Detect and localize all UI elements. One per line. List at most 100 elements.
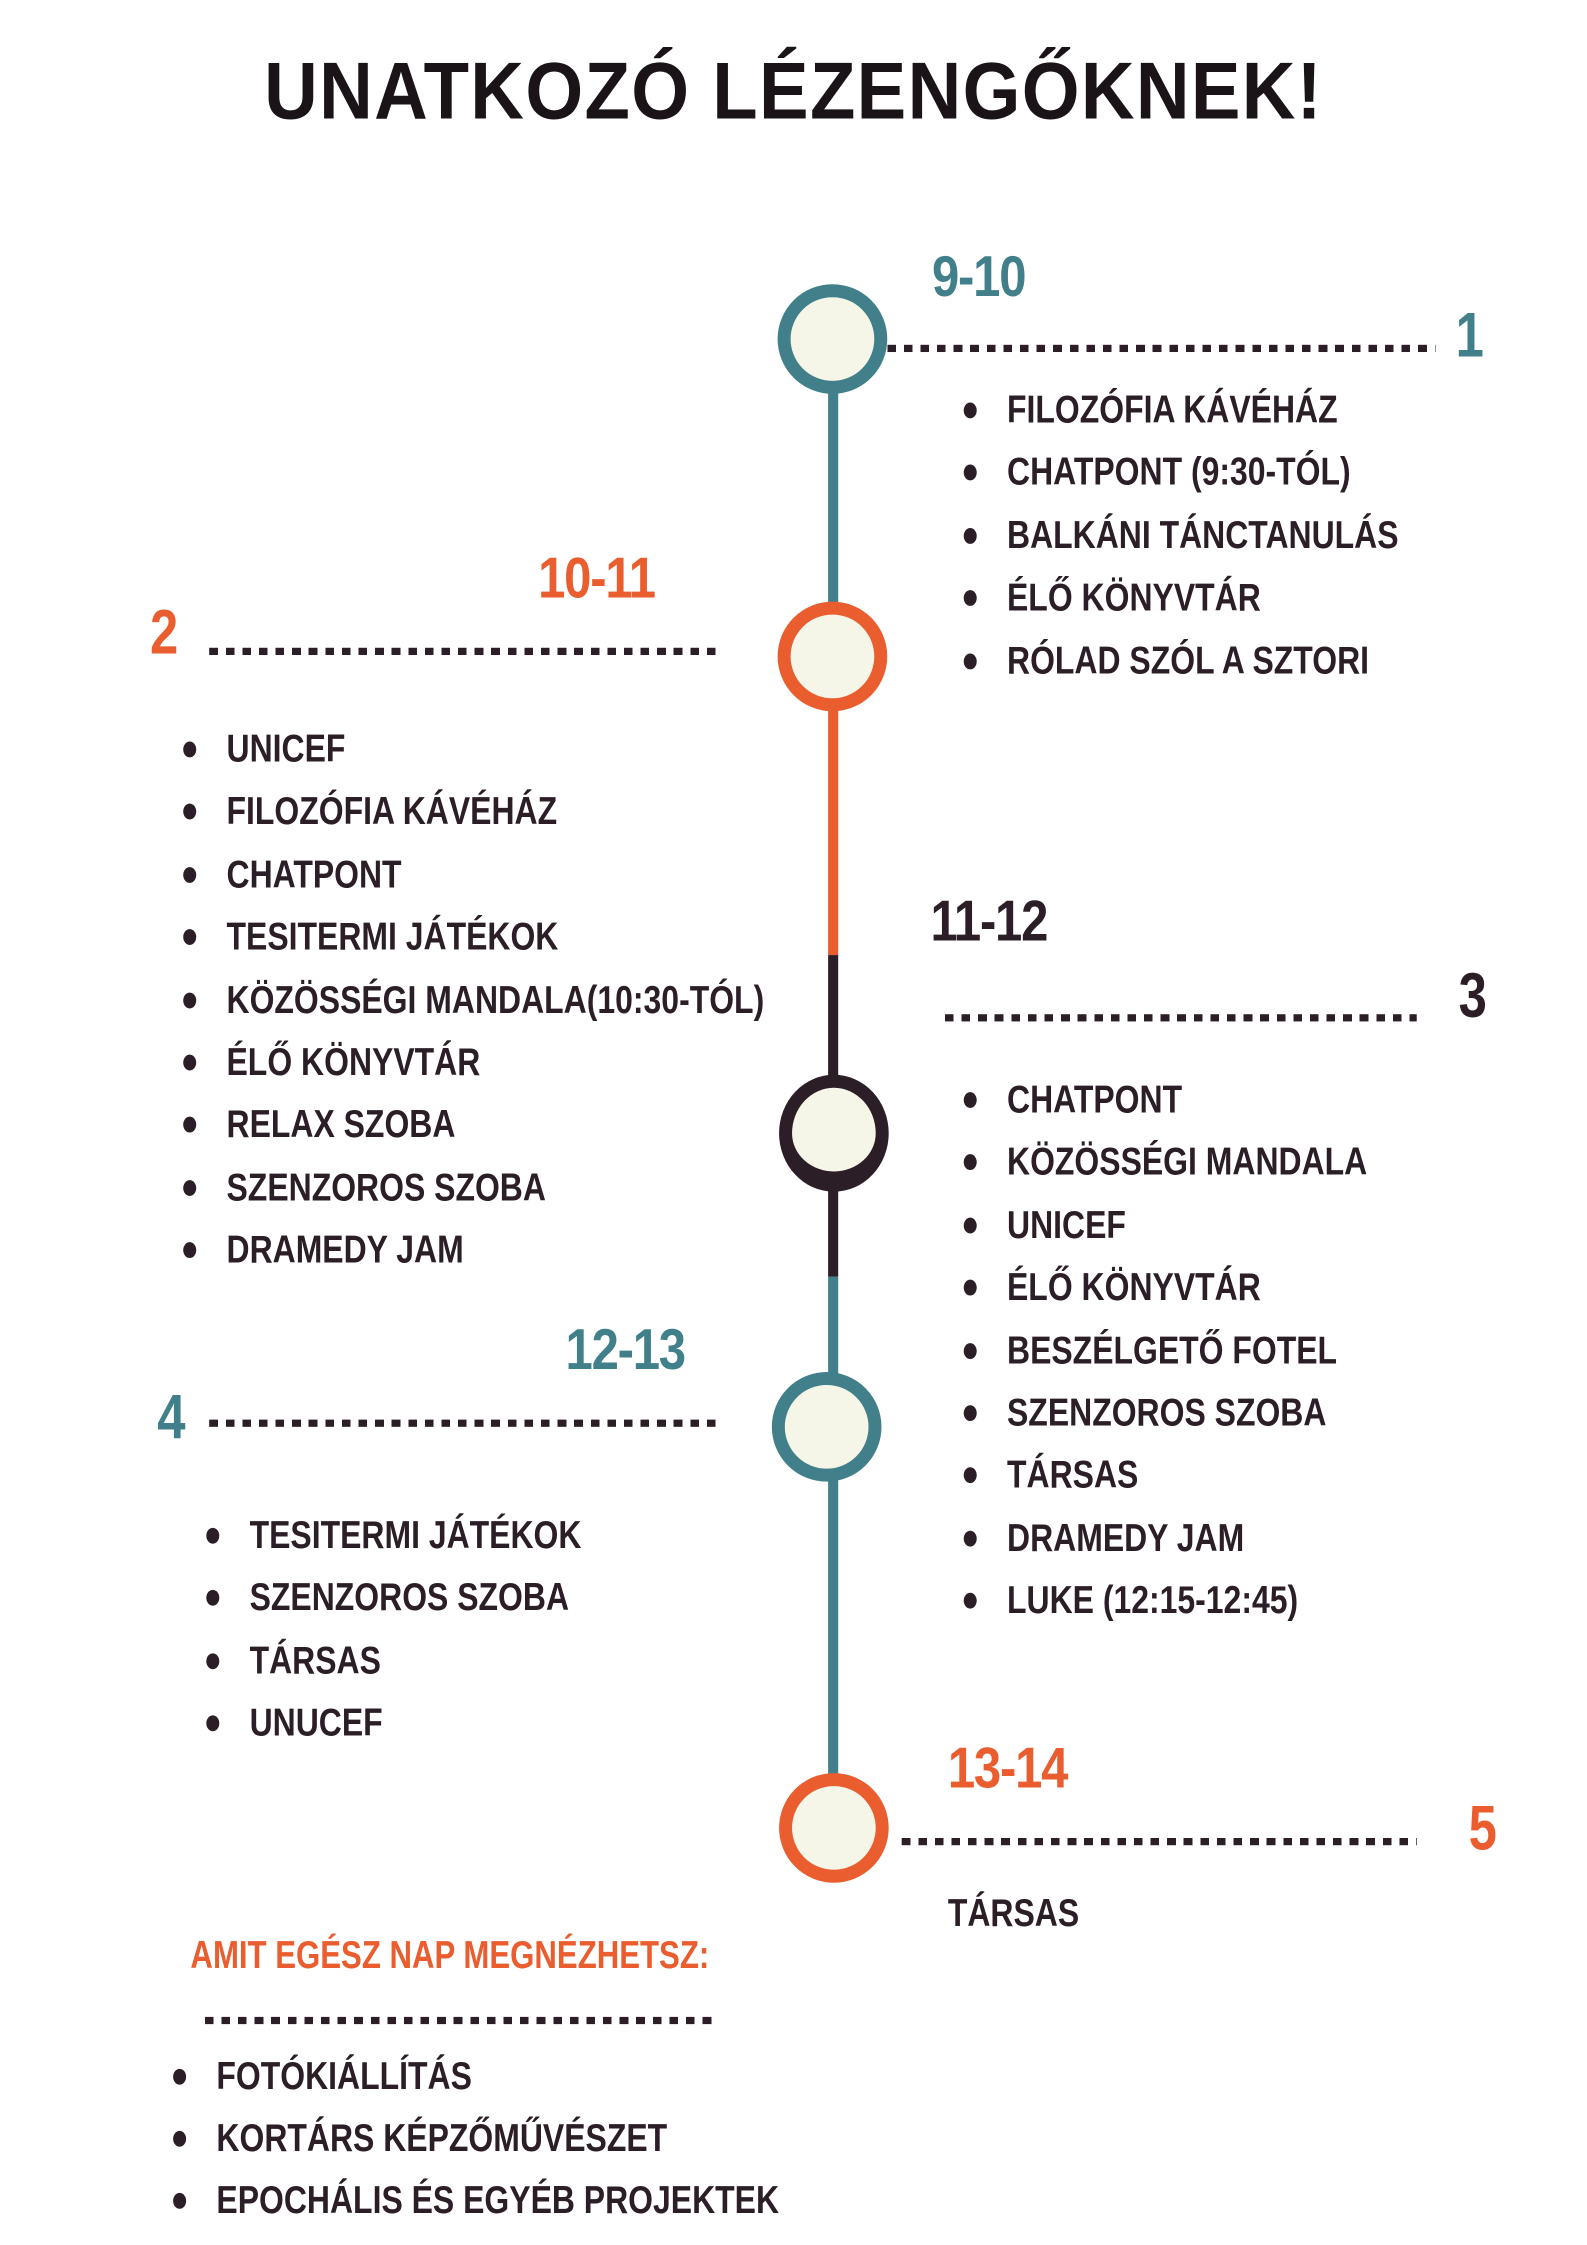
bullet-icon [206,1527,220,1544]
dotted-divider [944,1014,1417,1022]
list-item: UNICEF [183,727,883,790]
list-item: TÁRSAS [963,1453,1446,1516]
list-item-text: SZENZOROS SZOBA [249,1575,570,1620]
timeline-segment [828,1276,839,1828]
list-item-text: DRAMEDY JAM [226,1227,464,1272]
list-item-text: TESITERMI JÁTÉKOK [226,914,559,959]
list-item-text: RÓLAD SZÓL A SZTORI [1007,638,1370,682]
list-item-text: CHATPONT [226,852,402,896]
list-item: ÉLŐ KÖNYVTÁR [963,1265,1446,1328]
list-item: SZENZOROS SZOBA [206,1575,655,1639]
list-item-text: RELAX SZOBA [226,1102,456,1146]
bullet-icon [963,1279,977,1296]
bullet-icon [963,1405,977,1421]
list-item: KORTÁRS KÉPZŐMŰVÉSZET [173,2116,902,2178]
list-item: BALKÁNI TÁNCTANULÁS [963,513,1484,576]
slot-5-item: TÁRSAS [947,1891,1080,1935]
list-item: EPOCHÁLIS ÉS EGYÉB PROJEKTEK [173,2178,902,2240]
list-item-text: UNICEF [1007,1202,1126,1247]
bullet-icon [963,1217,977,1234]
bullet-icon [963,1342,977,1359]
list-item-text: ÉLŐ KÖNYVTÁR [1007,575,1261,620]
bullet-icon [963,590,977,607]
bullet-icon [963,465,977,481]
list-item-text: EPOCHÁLIS ÉS EGYÉB PROJEKTEK [216,2178,780,2222]
timeline-node-2 [777,601,888,712]
dotted-divider [209,1419,718,1427]
list-item: DRAMEDY JAM [183,1227,883,1291]
list-item: TESITERMI JÁTÉKOK [183,914,883,978]
list-item-text: LUKE (12:15-12:45) [1007,1578,1299,1622]
timeline-node-1 [777,284,888,394]
bullet-icon [183,804,197,821]
list-item: CHATPONT [183,852,883,915]
list-item: SZENZOROS SZOBA [183,1165,883,1228]
list-item: ÉLŐ KÖNYVTÁR [963,575,1484,639]
list-item-text: FOTÓKIÁLLÍTÁS [216,2054,472,2098]
list-item: FOTÓKIÁLLÍTÁS [173,2054,902,2116]
list-item-text: CHATPONT [1007,1077,1183,1121]
list-item: CHATPONT [963,1077,1446,1141]
slot-number: 4 [157,1382,186,1453]
bullet-icon [183,1117,197,1134]
bullet-icon [173,2192,187,2209]
list-item-text: TÁRSAS [1007,1453,1139,1497]
list-item: SZENZOROS SZOBA [963,1390,1446,1454]
bullet-icon [173,2068,187,2085]
bullet-icon [206,1715,220,1732]
bullet-icon [963,1530,977,1547]
bullet-icon [183,866,197,883]
dotted-divider [204,2016,718,2025]
list-item: RELAX SZOBA [183,1102,883,1166]
bullet-icon [963,1592,977,1609]
timeline-segment [828,656,839,956]
list-item-text: TESITERMI JÁTÉKOK [249,1513,582,1557]
dotted-divider [901,1837,1417,1846]
poster-title: UNATKOZÓ LÉZENGŐKNEK! [264,44,1323,136]
bullet-icon [206,1653,220,1669]
bullet-icon [183,1054,197,1071]
bullet-icon [963,652,977,669]
list-item-text: TÁRSAS [249,1638,381,1682]
list-item: FILOZÓFIA KÁVÉHÁZ [183,790,883,853]
bullet-icon [183,1242,197,1259]
slot-number: 1 [1455,300,1484,371]
list-item-text: KÖZÖSSÉGI MANDALA [1007,1140,1368,1184]
bullet-icon [183,1179,197,1196]
bullet-icon [173,2130,187,2147]
list-item-text: DRAMEDY JAM [1007,1515,1245,1560]
list-item: KÖZÖSSÉGI MANDALA(10:30-TÓL) [183,978,883,1041]
timeline-node-4 [771,1372,882,1482]
list-item: TÁRSAS [206,1638,655,1702]
dotted-divider [887,344,1436,353]
bullet-icon [963,1467,977,1484]
slot-number: 3 [1458,960,1487,1032]
slot-time: 10-11 [538,546,656,611]
list-item-text: ÉLŐ KÖNYVTÁR [226,1040,481,1084]
list-item-text: SZENZOROS SZOBA [1007,1390,1327,1434]
list-item: UNICEF [963,1202,1446,1266]
list-item-text: UNUCEF [249,1701,383,1745]
bullet-icon [963,1092,977,1108]
bullet-icon [183,991,197,1008]
list-item: ÉLŐ KÖNYVTÁR [183,1040,883,1103]
slot-time: 13-14 [947,1737,1069,1801]
list-item: BESZÉLGETŐ FOTEL [963,1328,1446,1391]
list-item-text: KORTÁRS KÉPZŐMŰVÉSZET [216,2116,668,2160]
list-item: KÖZÖSSÉGI MANDALA [963,1140,1446,1203]
bullet-icon [963,527,977,544]
list-item-text: CHATPONT (9:30-TÓL) [1007,450,1351,494]
bullet-icon [206,1590,220,1607]
list-item: DRAMEDY JAM [963,1515,1446,1579]
list-item: TESITERMI JÁTÉKOK [206,1513,655,1576]
list-item-text: BESZÉLGETŐ FOTEL [1007,1328,1338,1372]
slot-1-list: FILOZÓFIA KÁVÉHÁZ CHATPONT (9:30-TÓL) BALK… [963,388,1484,701]
list-item: UNUCEF [206,1701,655,1764]
slot-time: 9-10 [931,245,1027,309]
list-item-text: FILOZÓFIA KÁVÉHÁZ [1007,388,1338,432]
all-day-list: FOTÓKIÁLLÍTÁS KORTÁRS KÉPZŐMŰVÉSZET EPOCHÁ… [173,2054,902,2240]
slot-time: 11-12 [930,890,1049,954]
list-item: RÓLAD SZÓL A SZTORI [963,638,1484,701]
